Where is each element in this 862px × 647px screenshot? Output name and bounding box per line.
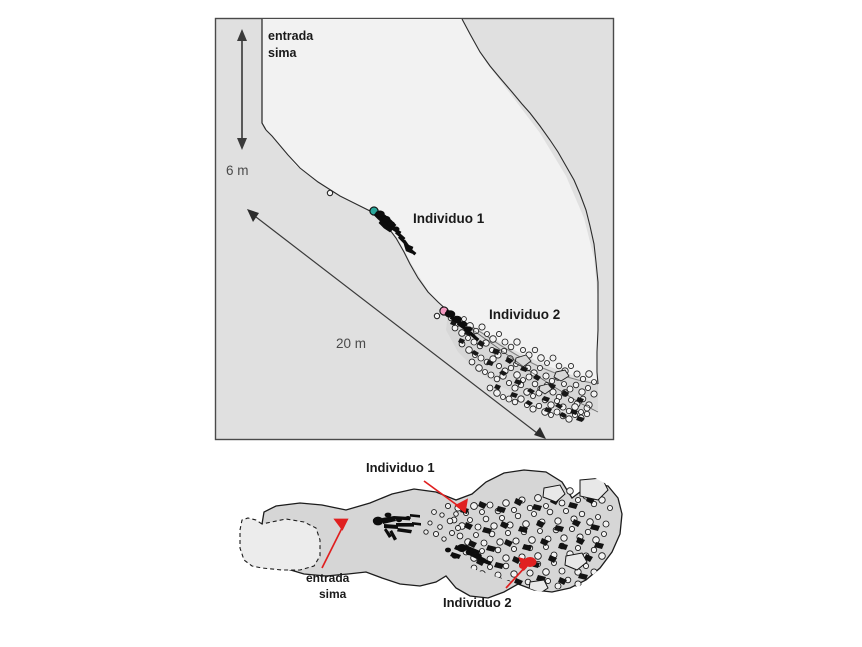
isolated-bone-upper <box>326 189 334 197</box>
individuo-2-plan-arrow <box>505 556 533 589</box>
individuo-1-plan-arrow <box>423 480 469 514</box>
entrada-sima-plan-arrow <box>321 518 349 569</box>
scale-arrow-up-head <box>237 29 247 41</box>
scale-bar-vertical: 6 m <box>226 29 249 178</box>
entrance-shaft-wall <box>261 19 267 131</box>
isolated-bone-lower <box>433 312 441 320</box>
individuo-1-section-label: Individuo 1 <box>413 211 485 226</box>
scale-bar-diagonal: 20 m <box>247 209 546 439</box>
entrada-sima-plan-label-line1: entrada <box>306 571 350 585</box>
entrada-sima-section-label-line1: entrada <box>268 29 314 43</box>
plan-pointer-arrows <box>321 480 533 589</box>
individuo-2-section-label: Individuo 2 <box>489 307 560 322</box>
cave-void-shape <box>262 19 598 383</box>
individuo-1-remains <box>326 189 417 256</box>
cross-section-panel: 6 m 20 m entrada sima Individuo 1 Indivi… <box>214 17 615 441</box>
scale-diagonal-arrow-head-start <box>247 209 259 222</box>
individuo-2-remains <box>433 306 480 342</box>
scale-diagonal-arrow-head-end <box>534 427 546 439</box>
individuo-2-plan-label: Individuo 2 <box>443 595 512 610</box>
scale-arrow-down-head <box>237 138 247 150</box>
individuo-1-plan-label: Individuo 1 <box>366 460 435 475</box>
entrada-sima-section-label-line2: sima <box>268 46 298 60</box>
individuo-1-plan-remains <box>372 512 421 541</box>
entrada-sima-plan-label-line2: sima <box>319 587 347 601</box>
scale-label-diagonal: 20 m <box>336 336 366 351</box>
plan-sparse-clasts <box>423 502 461 542</box>
scale-label-vertical: 6 m <box>226 163 249 178</box>
individuo-2-plan-remains <box>445 544 492 566</box>
plan-view-panel: Individuo 1 Individuo 2 entrada sima <box>239 460 623 610</box>
plan-entrance-shaft <box>239 517 321 571</box>
cave-roof-line <box>461 19 599 385</box>
